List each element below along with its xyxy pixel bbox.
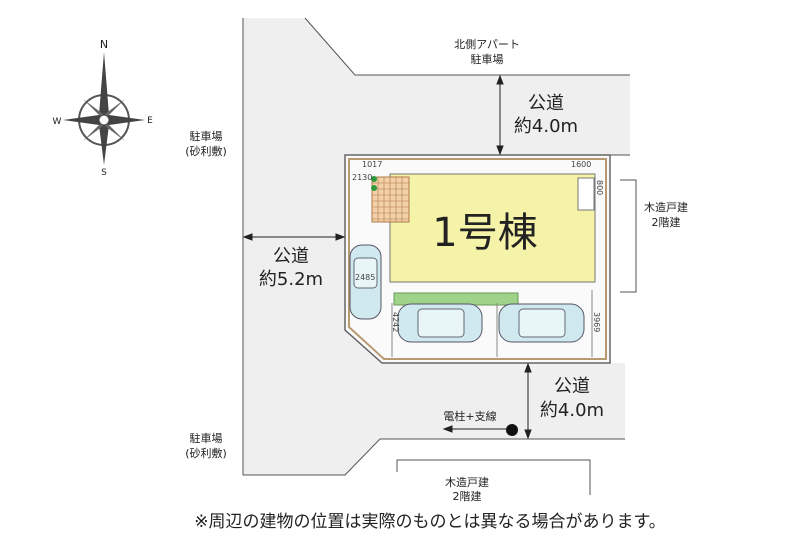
road-label: 公道	[554, 376, 590, 397]
site-boundary-fence	[348, 158, 607, 360]
dim-label: 2130	[352, 173, 372, 182]
tree-icon	[371, 176, 377, 182]
south-house-outline	[396, 459, 591, 495]
north-neighbor-label: 北側アパート	[454, 38, 520, 51]
road-edge	[304, 17, 630, 76]
building-label: 1号棟	[432, 210, 537, 256]
planting-strip	[393, 292, 519, 306]
dim-label: 3969	[592, 312, 601, 332]
utility-pole-label: 電柱+支線	[443, 409, 496, 423]
compass-north: N	[100, 38, 108, 51]
parking-label: 駐車場	[190, 129, 223, 143]
dim-label: 1600	[571, 160, 591, 169]
parking-label: (砂利敷)	[185, 144, 227, 158]
dim-label: 2485	[355, 273, 375, 282]
road-width: 約4.0m	[540, 400, 604, 421]
road-area	[243, 18, 630, 475]
car-icon	[498, 303, 585, 343]
utility-pole-icon	[506, 424, 518, 436]
east-house-outline	[620, 179, 637, 293]
dim-label: 1017	[362, 160, 382, 169]
north-neighbor-label: 駐車場	[471, 52, 504, 66]
building-1	[389, 173, 596, 283]
wood-deck	[371, 176, 410, 223]
disclaimer-note: ※周辺の建物の位置は実際のものとは異なる場合があります。	[194, 512, 666, 532]
road-label: 公道	[273, 246, 309, 267]
compass-icon	[63, 52, 145, 165]
building-notch	[577, 177, 595, 211]
east-house-label: 木造戸建	[644, 200, 688, 214]
parking-lines	[391, 290, 593, 357]
road-label: 公道	[528, 93, 564, 114]
dimension-arrow	[242, 74, 532, 440]
road-edge	[243, 438, 625, 476]
south-house-label: 木造戸建	[445, 475, 489, 489]
compass-south: S	[101, 168, 107, 178]
road-width: 約4.0m	[514, 116, 578, 137]
compass-west: W	[53, 117, 62, 127]
dim-label: 4242	[391, 312, 400, 332]
parking-label: 駐車場	[190, 431, 223, 445]
car-icon	[349, 244, 382, 320]
south-house-label: 2階建	[453, 489, 482, 503]
car-icon	[397, 303, 483, 343]
dim-label: 800	[595, 180, 604, 195]
east-house-label: 2階建	[652, 215, 681, 229]
parking-label: (砂利敷)	[185, 446, 227, 460]
tree-icon	[371, 185, 377, 191]
compass-east: E	[147, 116, 153, 126]
road-width: 約5.2m	[259, 269, 323, 290]
